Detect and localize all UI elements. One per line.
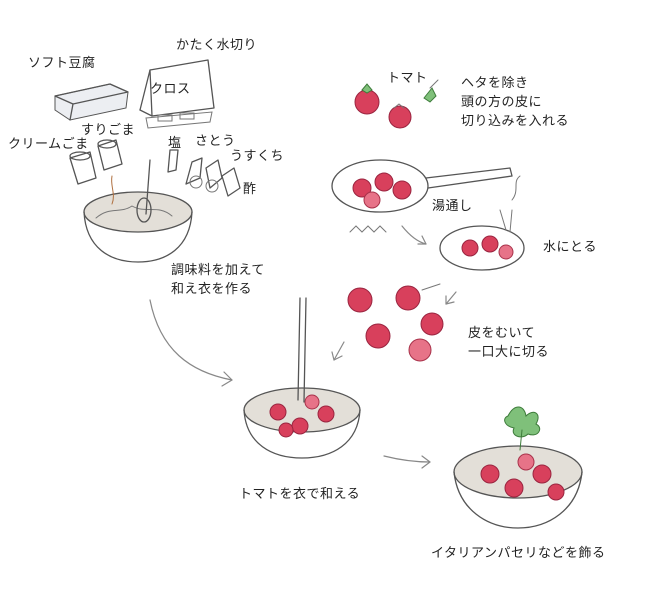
label-remove-stem-3: 切り込みを入れる — [461, 114, 570, 129]
label-toss: トマトを衣で和える — [239, 487, 361, 502]
label-into-water: 水にとる — [543, 240, 598, 255]
arrow-dressing-to-toss — [149, 299, 233, 381]
label-light-soy: うすくち — [230, 149, 285, 164]
ground-sesame-cup-icon — [97, 139, 123, 171]
label-remove-stem-1: ヘタを除き — [461, 76, 529, 91]
serving-bowl-icon — [453, 406, 583, 529]
label-salt: 塩 — [168, 136, 182, 151]
peeled-tomato-pieces-icon — [347, 283, 444, 362]
label-peel-cut-2: 一口大に切る — [468, 345, 550, 360]
label-vinegar: 酢 — [243, 182, 257, 197]
seasoning-spoons-icon — [167, 149, 241, 197]
blanching-pan-icon — [331, 159, 521, 233]
tofu-block-icon — [54, 83, 129, 121]
parsley-icon — [504, 406, 541, 438]
label-ground-sesame: すりごま — [81, 123, 136, 138]
arrow-peel-to-toss — [333, 341, 345, 361]
arrow-water-to-peel — [445, 291, 457, 305]
tomato-whole-icon — [354, 79, 439, 129]
arrow-blanch-to-water — [401, 225, 427, 245]
cloth-drain-icon — [139, 59, 215, 129]
label-tomato: トマト — [387, 71, 428, 86]
label-peel-cut-1: 皮をむいて — [468, 326, 536, 341]
label-remove-stem-2: 頭の方の皮に — [461, 95, 543, 110]
mixing-bowl-icon — [83, 159, 193, 263]
label-sugar: さとう — [195, 134, 236, 149]
label-garnish: イタリアンパセリなどを飾る — [431, 546, 606, 561]
label-cloth: クロス — [150, 82, 191, 97]
tossing-bowl-icon — [243, 297, 361, 459]
label-make-dressing-2: 和え衣を作る — [171, 282, 253, 297]
label-make-dressing-1: 調味料を加えて — [171, 263, 265, 278]
flow-arrows — [149, 225, 457, 469]
label-soft-tofu: ソフト豆腐 — [28, 56, 96, 71]
water-bowl-icon — [439, 209, 525, 271]
label-blanch: 湯通し — [432, 199, 473, 214]
label-drain-firm: かたく水切り — [176, 38, 258, 53]
cream-sesame-cup-icon — [69, 151, 97, 185]
arrow-toss-to-serve — [383, 455, 431, 463]
label-cream-sesame: クリームごま — [8, 137, 89, 152]
